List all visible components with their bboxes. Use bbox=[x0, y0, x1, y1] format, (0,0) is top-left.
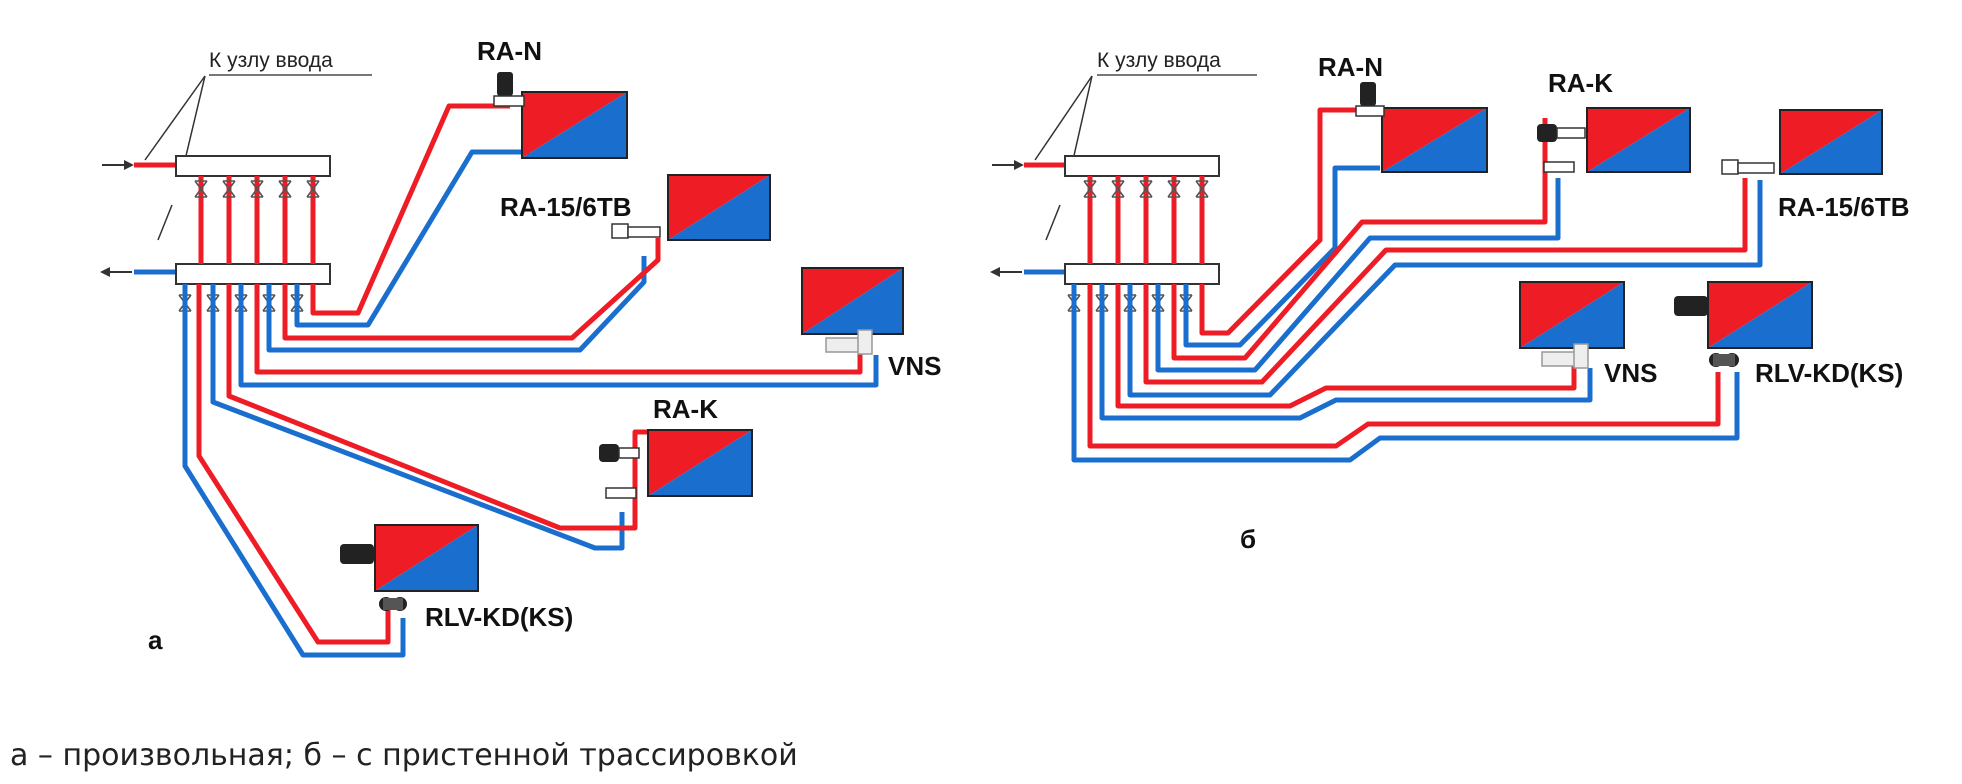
inlet-leader-a1 bbox=[144, 75, 206, 161]
radiator-ra-k-b bbox=[1586, 107, 1691, 173]
panel-letter-a: а bbox=[148, 625, 163, 655]
pipe-return-ra-n-a bbox=[294, 149, 530, 328]
pipe-return-ra-k-b bbox=[1155, 178, 1561, 373]
valve-label-ra-n-a: RA-N bbox=[477, 36, 542, 66]
radiator-ra15-b bbox=[1779, 109, 1883, 175]
pipe-return-ra-k-a bbox=[210, 284, 625, 551]
pipe-supply-vns-a bbox=[254, 284, 863, 375]
radiator-ra15-a bbox=[667, 174, 771, 241]
supply-inlet-arrowhead-a bbox=[124, 160, 134, 170]
radiator-ra-n-b bbox=[1381, 107, 1488, 173]
pipe-supply-ra-k-a bbox=[226, 284, 650, 531]
radiator-vns-a bbox=[801, 267, 904, 335]
thermostatic-head-ra15-b bbox=[1721, 159, 1775, 175]
pipe-return-rlv-a bbox=[182, 284, 406, 658]
radiator-rlv-a bbox=[374, 524, 479, 592]
thermostatic-head-ra-n-a bbox=[493, 72, 525, 107]
return-outlet-arrowhead-a bbox=[100, 267, 110, 277]
valve-label-vns-b: VNS bbox=[1604, 358, 1657, 388]
figure-caption: а – произвольная; б – с пристенной трасс… bbox=[10, 738, 798, 773]
vns-valve-b bbox=[1541, 343, 1589, 369]
pipe-supply-ra-n-b bbox=[1199, 107, 1372, 336]
radiator-vns-b bbox=[1519, 281, 1625, 349]
pipe-supply-rlv-b bbox=[1087, 284, 1721, 449]
vns-valve-a bbox=[825, 329, 873, 355]
radiator-rlv-b bbox=[1707, 281, 1813, 349]
pipe-return-ra15-b bbox=[1127, 180, 1763, 398]
radiator-ra-n-a bbox=[521, 91, 628, 159]
supply-manifold-a bbox=[175, 155, 331, 177]
inlet-leader-a3 bbox=[157, 204, 173, 241]
heating-distribution-diagram: К узлу ввода bbox=[100, 36, 1909, 658]
supply-manifold-b bbox=[1064, 155, 1220, 177]
return-manifold-a bbox=[175, 263, 331, 285]
return-manifold-b bbox=[1064, 263, 1220, 285]
pipe-return-ra-n-b bbox=[1183, 165, 1380, 348]
valve-label-vns-a: VNS bbox=[888, 351, 941, 381]
diagram-a: К узлу ввода bbox=[100, 36, 941, 658]
diagram-b: К узлу ввода bbox=[990, 49, 1909, 554]
pipe-supply-ra15-b bbox=[1143, 178, 1748, 385]
thermostatic-head-rlv-a bbox=[340, 544, 407, 611]
inlet-label-a: К узлу ввода bbox=[209, 49, 333, 72]
inlet-label-b: К узлу ввода bbox=[1097, 49, 1221, 72]
manifold-links-a bbox=[198, 176, 316, 264]
thermostatic-head-ra-n-b bbox=[1355, 82, 1385, 117]
thermostatic-head-ra15-a bbox=[611, 223, 661, 239]
thermostatic-head-ra-k-a bbox=[599, 444, 640, 499]
valve-label-ra15-a: RA-15/6ТВ bbox=[500, 192, 631, 222]
panel-letter-b: б bbox=[1240, 524, 1256, 554]
inlet-leader-b2 bbox=[1072, 75, 1093, 161]
pipe-supply-vns-b bbox=[1115, 284, 1577, 409]
pipe-supply-ra15-a bbox=[282, 238, 661, 341]
valve-label-rlv-b: RLV-KD(KS) bbox=[1755, 358, 1903, 388]
pipe-return-rlv-b bbox=[1071, 284, 1740, 463]
manifold-links-b bbox=[1087, 176, 1205, 264]
thermostatic-head-ra-k-b bbox=[1537, 124, 1586, 173]
supply-inlet-arrowhead-b bbox=[1014, 160, 1024, 170]
valve-label-ra-k-b: RA-K bbox=[1548, 68, 1613, 98]
valve-label-ra15-b: RA-15/6ТВ bbox=[1778, 192, 1909, 222]
radiator-ra-k-a bbox=[647, 429, 753, 497]
thermostatic-head-rlv-b bbox=[1674, 296, 1739, 367]
inlet-leader-a2 bbox=[184, 75, 206, 161]
inlet-leader-b3 bbox=[1045, 204, 1061, 241]
pipe-return-vns-b bbox=[1099, 284, 1593, 421]
pipe-return-vns-a bbox=[238, 284, 879, 388]
valve-label-rlv-a: RLV-KD(KS) bbox=[425, 602, 573, 632]
pipe-supply-rlv-a bbox=[196, 284, 391, 645]
valve-label-ra-k-a: RA-K bbox=[653, 394, 718, 424]
return-outlet-arrowhead-b bbox=[990, 267, 1000, 277]
pipe-supply-ra-n-a bbox=[310, 103, 510, 316]
inlet-leader-b1 bbox=[1034, 75, 1093, 161]
pipe-supply-ra-k-b bbox=[1171, 118, 1548, 361]
valve-label-ra-n-b: RA-N bbox=[1318, 52, 1383, 82]
